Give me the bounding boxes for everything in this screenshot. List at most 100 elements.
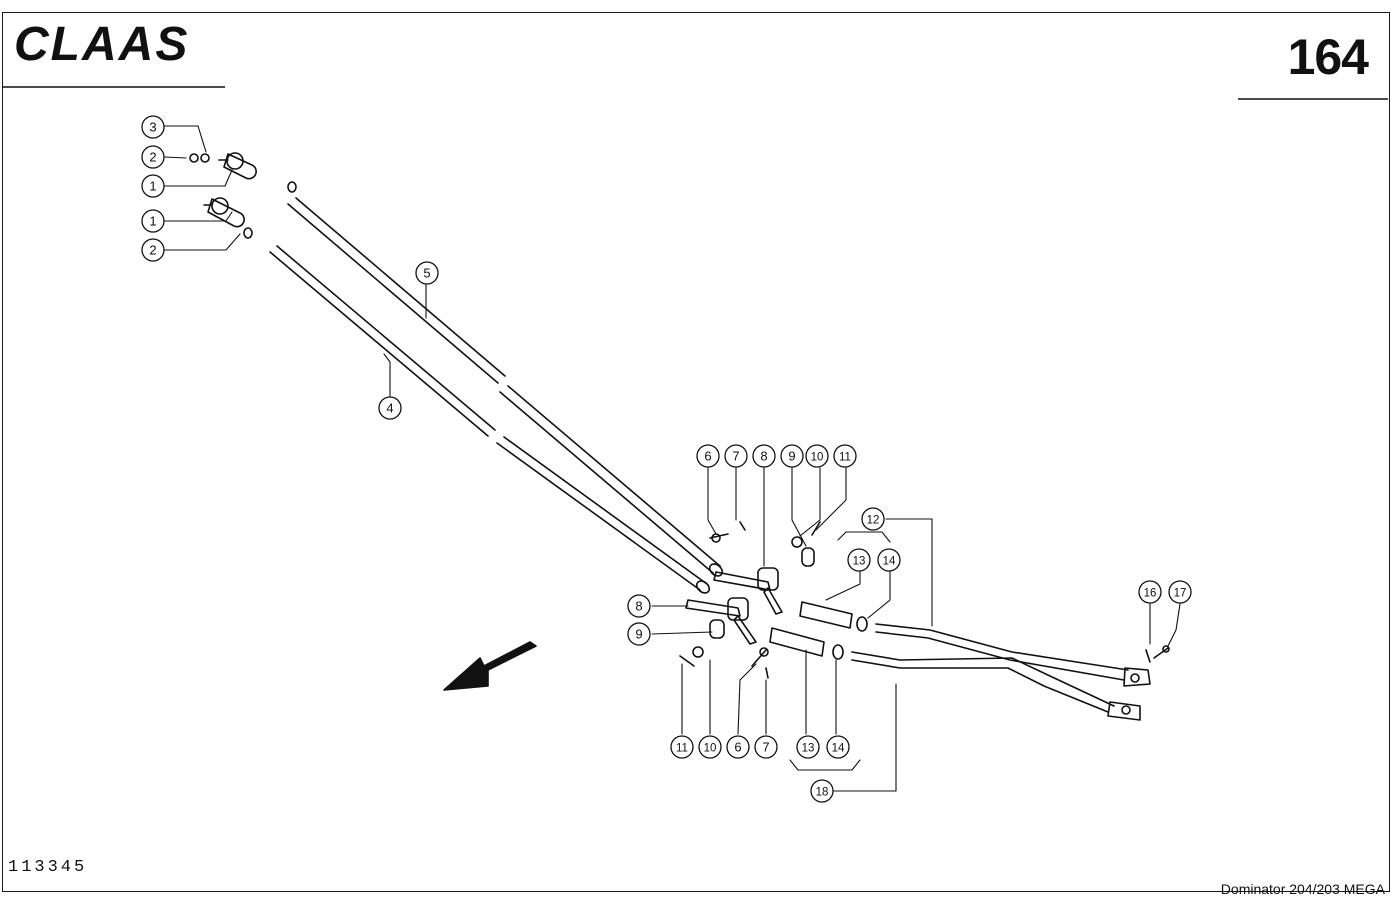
pin-11-lower xyxy=(679,655,695,667)
callout-circle xyxy=(141,115,165,139)
bushing-9-lower xyxy=(709,619,725,639)
callout-label: 10 xyxy=(704,743,717,755)
model-designation: Dominator 204/203 MEGA xyxy=(1220,881,1385,897)
callout-c1a: 1 xyxy=(141,174,165,198)
callout-circle xyxy=(826,735,850,759)
callout-label: 18 xyxy=(816,787,829,799)
callout-circle xyxy=(780,444,804,468)
callout-circle xyxy=(861,507,885,531)
claas-logo: CLAAS xyxy=(14,18,189,71)
callout-c12: 12 xyxy=(861,507,885,531)
ball-joint-lower xyxy=(203,197,245,228)
callout-label: 9 xyxy=(788,449,795,464)
drawing-number: 113345 xyxy=(8,858,88,877)
clevis-13-upper xyxy=(799,601,868,632)
pin-16 xyxy=(1145,649,1151,663)
callout-c13b: 13 xyxy=(796,735,820,759)
callout-label: 7 xyxy=(732,449,739,464)
rod-12 xyxy=(875,623,1151,687)
callout-c10a: 10 xyxy=(805,444,829,468)
callout-c13a: 13 xyxy=(847,548,871,572)
callout-c7a: 7 xyxy=(724,444,748,468)
callout-circle xyxy=(698,735,722,759)
callout-c9b: 9 xyxy=(627,622,651,646)
pin-7-lower xyxy=(765,667,769,679)
callout-circle xyxy=(141,209,165,233)
ball-joint-upper xyxy=(218,152,257,180)
callout-circle xyxy=(627,622,651,646)
callout-circle xyxy=(754,735,778,759)
callout-label: 6 xyxy=(704,449,711,464)
callout-label: 5 xyxy=(423,266,430,281)
pin-7-upper xyxy=(739,521,746,531)
callout-circle xyxy=(378,396,402,420)
callout-c16: 16 xyxy=(1138,580,1162,604)
callout-circle xyxy=(141,174,165,198)
logo-lettering: CLAAS xyxy=(14,18,189,71)
callout-label: 1 xyxy=(149,214,156,229)
callout-label: 2 xyxy=(149,243,156,258)
callout-label: 8 xyxy=(635,599,642,614)
callout-circle xyxy=(726,735,750,759)
pin-11-upper xyxy=(811,521,821,536)
callout-c2a: 2 xyxy=(141,145,165,169)
callout-circle xyxy=(877,548,901,572)
callout-c11b: 11 xyxy=(670,735,694,759)
bushing-9-upper xyxy=(801,547,815,567)
outer-frame xyxy=(2,12,1390,892)
callout-label: 8 xyxy=(760,449,767,464)
callout-c8b: 8 xyxy=(627,594,651,618)
callout-label: 6 xyxy=(734,740,741,755)
callout-circle xyxy=(752,444,776,468)
callout-circle xyxy=(805,444,829,468)
rod-5 xyxy=(287,181,724,577)
callout-circle xyxy=(810,779,834,803)
callout-c17: 17 xyxy=(1168,580,1192,604)
callout-c6a: 6 xyxy=(696,444,720,468)
rod-4 xyxy=(243,227,711,594)
callout-circle xyxy=(696,444,720,468)
callout-c3a: 3 xyxy=(141,115,165,139)
callout-label: 13 xyxy=(853,556,866,568)
callout-circle xyxy=(1168,580,1192,604)
callout-c11a: 11 xyxy=(833,444,857,468)
callout-c14b: 14 xyxy=(826,735,850,759)
callout-label: 11 xyxy=(839,452,851,464)
callout-circle xyxy=(847,548,871,572)
page-number: 164 xyxy=(1287,29,1369,85)
clevis-13-lower xyxy=(769,627,844,660)
callout-label: 11 xyxy=(676,743,688,755)
callout-circle xyxy=(141,145,165,169)
lever-8-lower xyxy=(679,597,769,679)
callout-c14a: 14 xyxy=(877,548,901,572)
washer-3 xyxy=(200,153,210,163)
callout-circle xyxy=(1138,580,1162,604)
callout-circle xyxy=(141,238,165,262)
callout-label: 4 xyxy=(386,401,393,416)
callout-c10b: 10 xyxy=(698,735,722,759)
callout-label: 7 xyxy=(762,740,769,755)
callout-label: 17 xyxy=(1174,588,1187,600)
callout-c2b: 2 xyxy=(141,238,165,262)
leader-lines xyxy=(163,125,1181,792)
travel-direction-arrow xyxy=(443,641,537,691)
callout-label: 1 xyxy=(149,179,156,194)
washer-10-lower xyxy=(692,646,704,658)
nut-2 xyxy=(189,153,199,163)
callout-label: 12 xyxy=(867,515,880,527)
lever-8-upper xyxy=(709,521,821,615)
callout-circle xyxy=(833,444,857,468)
callout-c6b: 6 xyxy=(726,735,750,759)
bolt-17 xyxy=(1153,647,1169,659)
callout-c5: 5 xyxy=(415,261,439,285)
callout-c18: 18 xyxy=(810,779,834,803)
callout-label: 9 xyxy=(635,627,642,642)
callout-label: 10 xyxy=(811,452,824,464)
callout-circle xyxy=(724,444,748,468)
callout-label: 2 xyxy=(149,150,156,165)
callout-circle xyxy=(415,261,439,285)
callout-circle xyxy=(670,735,694,759)
